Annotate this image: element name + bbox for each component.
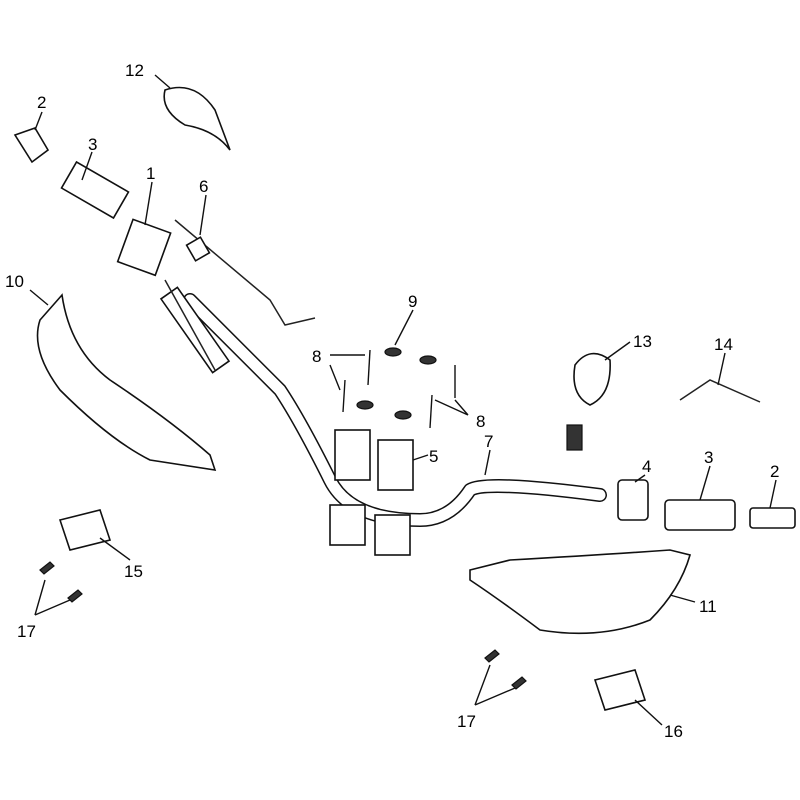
callout-4: 4 bbox=[642, 457, 651, 476]
callout-2-right: 2 bbox=[770, 462, 779, 481]
callout-8-lower: 8 bbox=[476, 412, 485, 431]
callout-6: 6 bbox=[199, 177, 208, 196]
mirrors bbox=[163, 86, 761, 451]
callout-9: 9 bbox=[408, 292, 417, 311]
callout-1: 1 bbox=[146, 164, 155, 183]
callout-3-right: 3 bbox=[704, 448, 713, 467]
callout-12: 12 bbox=[125, 61, 144, 80]
callout-3-left: 3 bbox=[88, 135, 97, 154]
left-grip-assembly bbox=[13, 127, 316, 374]
right-grip-assembly bbox=[617, 479, 796, 531]
callout-11: 11 bbox=[699, 597, 717, 616]
callout-8-upper: 8 bbox=[312, 347, 321, 366]
callout-17-left: 17 bbox=[17, 622, 36, 641]
mount-brackets bbox=[39, 509, 647, 711]
leader-lines bbox=[29, 74, 777, 726]
callout-15: 15 bbox=[124, 562, 143, 581]
handlebar-clamps bbox=[329, 429, 414, 556]
callout-5: 5 bbox=[429, 447, 438, 466]
callout-7: 7 bbox=[484, 432, 493, 451]
handguards bbox=[36, 293, 691, 635]
callout-13: 13 bbox=[633, 332, 652, 351]
callout-14: 14 bbox=[714, 335, 733, 354]
handlebar bbox=[183, 293, 607, 527]
callout-17-right: 17 bbox=[457, 712, 476, 731]
callout-2-left: 2 bbox=[37, 93, 46, 112]
bolts-and-washers bbox=[342, 347, 456, 429]
callout-10: 10 bbox=[5, 272, 24, 291]
callout-16: 16 bbox=[664, 722, 683, 741]
